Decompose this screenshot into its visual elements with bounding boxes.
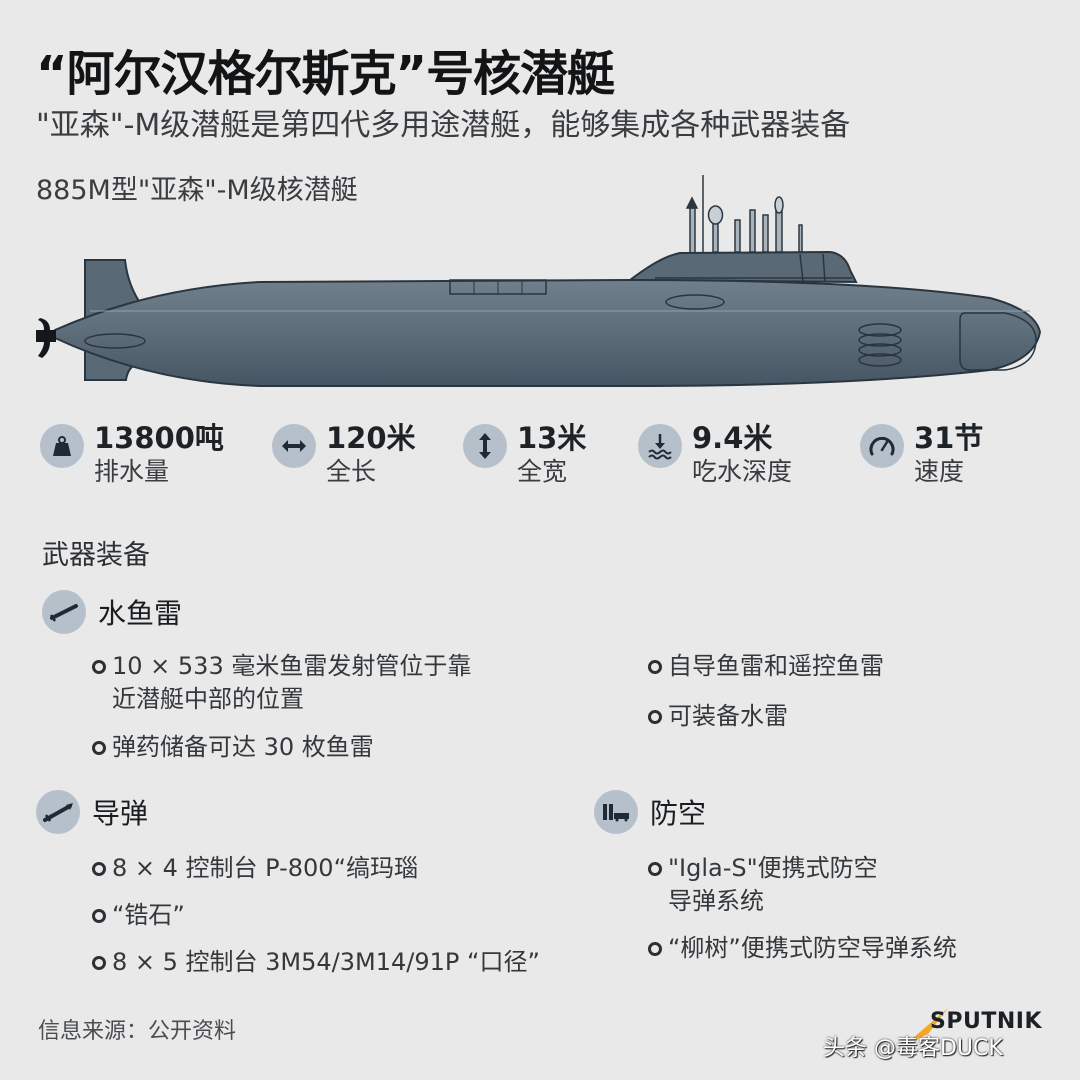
watermark: 头条 @毒客DUCK bbox=[823, 1036, 1003, 1061]
speedometer-icon bbox=[860, 424, 904, 468]
stat-displacement: 13800吨 排水量 bbox=[40, 420, 224, 488]
bullet-icon bbox=[92, 956, 106, 970]
vertical-arrow-icon bbox=[463, 424, 507, 468]
category-air-defense: 防空 bbox=[594, 790, 706, 834]
missile-list: 8 × 4 控制台 P-800“缟玛瑙 “锆石” 8 × 5 控制台 3M54/… bbox=[92, 852, 540, 979]
air-defense-launcher-icon bbox=[594, 790, 638, 834]
page-title: “阿尔汉格尔斯克”号核潜艇 bbox=[36, 46, 615, 102]
page-subtitle: "亚森"-M级潜艇是第四代多用途潜艇，能够集成各种武器装备 bbox=[36, 108, 851, 143]
list-item: 可装备水雷 bbox=[648, 700, 884, 733]
stat-length: 120米 全长 bbox=[272, 420, 416, 488]
list-item: 弹药储备可达 30 枚鱼雷 bbox=[92, 731, 471, 764]
weapons-section-title: 武器装备 bbox=[42, 540, 150, 571]
bullet-icon bbox=[648, 862, 662, 876]
bullet-icon bbox=[92, 909, 106, 923]
list-item: 自导鱼雷和遥控鱼雷 bbox=[648, 650, 884, 683]
torpedo-list-left: 10 × 533 毫米鱼雷发射管位于靠 近潜艇中部的位置 弹药储备可达 30 枚… bbox=[92, 650, 471, 764]
stat-beam: 13米 全宽 bbox=[463, 420, 586, 488]
bullet-icon bbox=[648, 942, 662, 956]
missile-icon bbox=[36, 790, 80, 834]
stat-draft: 9.4米 吃水深度 bbox=[638, 420, 792, 488]
bullet-icon bbox=[648, 660, 662, 674]
bullet-icon bbox=[92, 862, 106, 876]
horizontal-arrow-icon bbox=[272, 424, 316, 468]
sputnik-wing-icon bbox=[906, 1008, 948, 1044]
bullet-icon bbox=[92, 660, 106, 674]
torpedo-icon bbox=[42, 590, 86, 634]
category-missile: 导弹 bbox=[36, 790, 148, 834]
list-item: “锆石” bbox=[92, 899, 540, 932]
torpedo-list-right: 自导鱼雷和遥控鱼雷 可装备水雷 bbox=[648, 650, 884, 733]
list-item: “柳树”便携式防空导弹系统 bbox=[648, 932, 957, 965]
sputnik-logo: SPUTNIK bbox=[898, 1006, 1058, 1046]
bullet-icon bbox=[92, 741, 106, 755]
list-item: 8 × 4 控制台 P-800“缟玛瑙 bbox=[92, 852, 540, 885]
draft-depth-icon bbox=[638, 424, 682, 468]
weight-icon bbox=[40, 424, 84, 468]
submarine-illustration bbox=[36, 175, 1042, 387]
bullet-icon bbox=[648, 710, 662, 724]
air-defense-list: "Igla-S"便携式防空 导弹系统 “柳树”便携式防空导弹系统 bbox=[648, 852, 957, 965]
category-torpedo: 水鱼雷 bbox=[42, 590, 182, 634]
stat-speed: 31节 速度 bbox=[860, 420, 983, 488]
list-item: 8 × 5 控制台 3M54/3M14/91P “口径” bbox=[92, 946, 540, 979]
source-note: 信息来源：公开资料 bbox=[38, 1019, 237, 1044]
list-item: "Igla-S"便携式防空 导弹系统 bbox=[648, 852, 957, 918]
list-item: 10 × 533 毫米鱼雷发射管位于靠 近潜艇中部的位置 bbox=[92, 650, 471, 716]
model-label: 885M型"亚森"-M级核潜艇 bbox=[36, 175, 358, 206]
